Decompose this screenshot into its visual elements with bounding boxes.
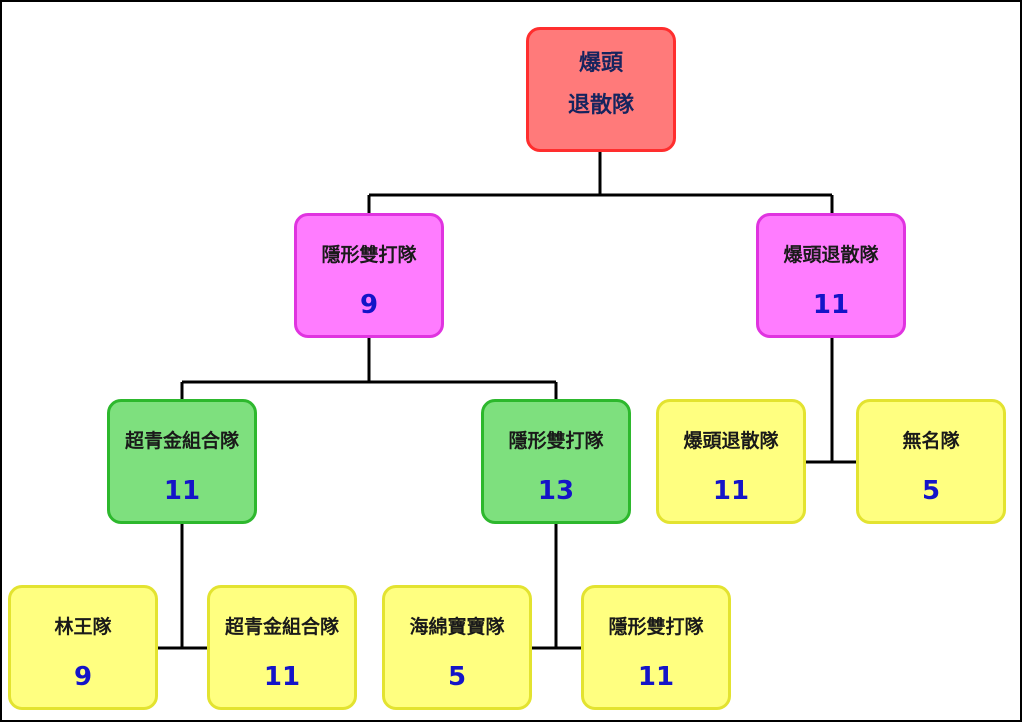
team-score: 5 — [447, 662, 467, 692]
team-name: 超青金組合隊 — [124, 430, 239, 452]
team-name: 爆頭退散隊 — [683, 430, 779, 452]
team-score: 9 — [359, 290, 379, 320]
first-round-node-1: 林王隊 9 — [8, 585, 158, 710]
team-name: 海綿寶寶隊 — [409, 616, 505, 638]
quarterfinal-node-3: 爆頭退散隊 11 — [656, 399, 806, 524]
team-score: 11 — [163, 476, 201, 506]
champion-node: 爆頭 退散隊 — [526, 27, 676, 152]
quarterfinal-node-4: 無名隊 5 — [856, 399, 1006, 524]
team-name: 隱形雙打隊 — [608, 616, 704, 638]
team-name: 林王隊 — [54, 616, 112, 638]
team-name: 隱形雙打隊 — [321, 244, 417, 266]
champion-name-line1: 爆頭 — [578, 51, 623, 76]
team-score: 11 — [712, 476, 750, 506]
team-score: 11 — [637, 662, 675, 692]
team-name: 爆頭退散隊 — [783, 244, 879, 266]
quarterfinal-node-2: 隱形雙打隊 13 — [481, 399, 631, 524]
team-score: 9 — [73, 662, 93, 692]
team-score: 13 — [537, 476, 575, 506]
team-name: 無名隊 — [902, 430, 960, 452]
team-name: 隱形雙打隊 — [508, 430, 604, 452]
first-round-node-2: 超青金組合隊 11 — [207, 585, 357, 710]
first-round-node-3: 海綿寶寶隊 5 — [382, 585, 532, 710]
team-score: 11 — [263, 662, 301, 692]
semifinal-node-right: 爆頭退散隊 11 — [756, 213, 906, 338]
quarterfinal-node-1: 超青金組合隊 11 — [107, 399, 257, 524]
team-score: 5 — [921, 476, 941, 506]
team-name: 超青金組合隊 — [224, 616, 339, 638]
team-score: 11 — [812, 290, 850, 320]
first-round-node-4: 隱形雙打隊 11 — [581, 585, 731, 710]
champion-name-line2: 退散隊 — [567, 93, 634, 118]
semifinal-node-left: 隱形雙打隊 9 — [294, 213, 444, 338]
